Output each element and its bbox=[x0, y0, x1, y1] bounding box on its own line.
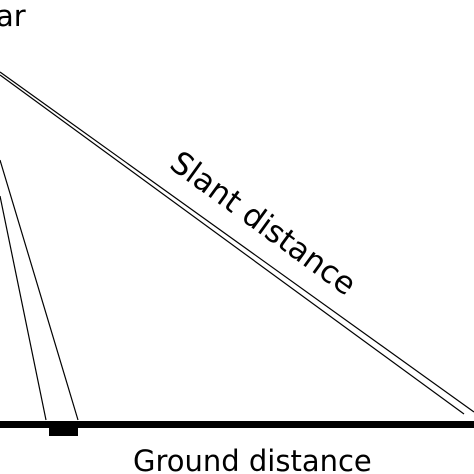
ground-target-marker bbox=[49, 423, 78, 436]
top-label-fragment: ar bbox=[0, 0, 26, 33]
ground-distance-label: Ground distance bbox=[133, 444, 372, 474]
slant-beam-lower-edge bbox=[0, 74, 465, 415]
near-beam-inner-edge bbox=[0, 195, 47, 421]
slant-beam-upper-edge bbox=[0, 71, 474, 413]
near-beam-outer-edge bbox=[0, 159, 79, 421]
